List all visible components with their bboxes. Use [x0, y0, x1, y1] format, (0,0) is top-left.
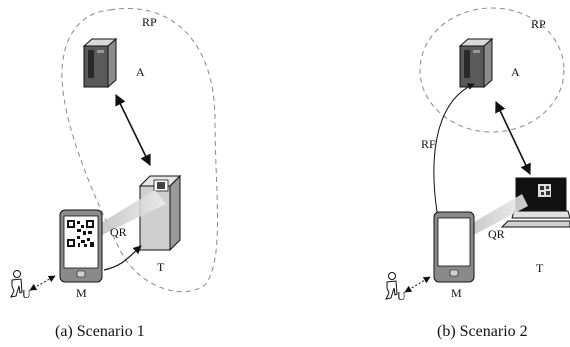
- qr-label: QR: [110, 225, 127, 239]
- user-phone-link: [29, 275, 56, 291]
- server-icon: [82, 37, 118, 89]
- user-icon: [10, 270, 23, 298]
- scenario-2-panel: RP A RF QR T M U (b) Scenario 2: [385, 7, 570, 340]
- rf-channel-arrow: [433, 83, 475, 213]
- relying-party-boundary: [419, 7, 565, 133]
- rp-label: RP: [142, 15, 157, 29]
- server-terminal-link: [115, 93, 151, 167]
- server-label: A: [511, 65, 520, 79]
- server-icon: [458, 37, 494, 89]
- scenario-1-panel: RP A QR T M U (a) Scenario 1: [10, 8, 218, 340]
- user-label: U: [397, 289, 406, 303]
- user-phone-link: [404, 276, 431, 293]
- user-icon: [385, 272, 398, 300]
- user-label: U: [22, 287, 31, 301]
- phone-icon: [433, 211, 475, 283]
- server-label: A: [136, 65, 145, 79]
- qr-scan-beam: [96, 190, 166, 236]
- scenario-2-caption: (b) Scenario 2: [437, 323, 528, 340]
- monitor-icon: [500, 177, 570, 228]
- terminal-kiosk-icon: [138, 174, 182, 252]
- scenario-1-caption: (a) Scenario 1: [55, 323, 145, 340]
- rf-label: RF: [421, 137, 436, 151]
- qr-code-icon: [67, 220, 94, 247]
- qr-label: QR: [488, 227, 505, 241]
- terminal-label: T: [157, 260, 165, 274]
- server-terminal-link: [495, 100, 531, 176]
- phone-label: M: [76, 286, 87, 300]
- rp-label: RP: [531, 17, 546, 31]
- phone-terminal-arrow: [103, 245, 142, 271]
- qr-scan-beam: [464, 194, 528, 238]
- phone-label: M: [451, 286, 462, 300]
- terminal-label: T: [536, 261, 544, 275]
